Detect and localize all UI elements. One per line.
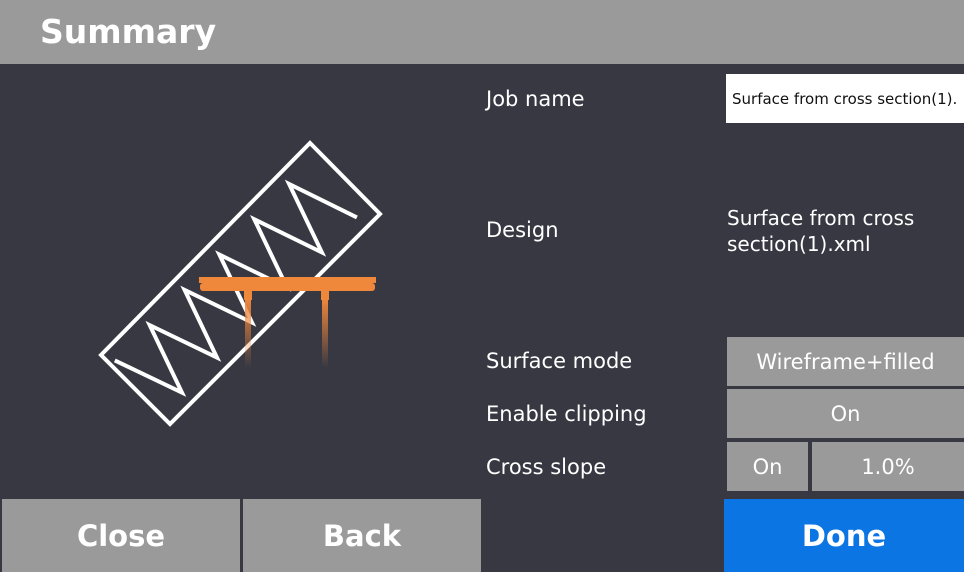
design-label: Design bbox=[486, 218, 559, 242]
close-button[interactable]: Close bbox=[2, 499, 240, 572]
title-bar: Summary bbox=[0, 0, 964, 64]
enable-clipping-label: Enable clipping bbox=[486, 402, 647, 426]
surface-mode-label: Surface mode bbox=[486, 349, 633, 373]
page-title: Summary bbox=[40, 12, 217, 51]
cross-slope-value-button[interactable]: 1.0% bbox=[812, 442, 964, 491]
cross-slope-toggle[interactable]: On bbox=[727, 442, 808, 491]
surface-mode-button[interactable]: Wireframe+filled bbox=[727, 337, 964, 386]
done-button[interactable]: Done bbox=[724, 499, 964, 572]
job-name-label: Job name bbox=[486, 87, 585, 111]
cross-slope-label: Cross slope bbox=[486, 455, 607, 479]
back-button[interactable]: Back bbox=[243, 499, 481, 572]
job-name-input[interactable] bbox=[726, 74, 964, 123]
design-value: Surface from cross section(1).xml bbox=[727, 206, 915, 256]
enable-clipping-button[interactable]: On bbox=[727, 389, 964, 438]
surface-wireframe-with-blade-icon bbox=[98, 140, 383, 427]
